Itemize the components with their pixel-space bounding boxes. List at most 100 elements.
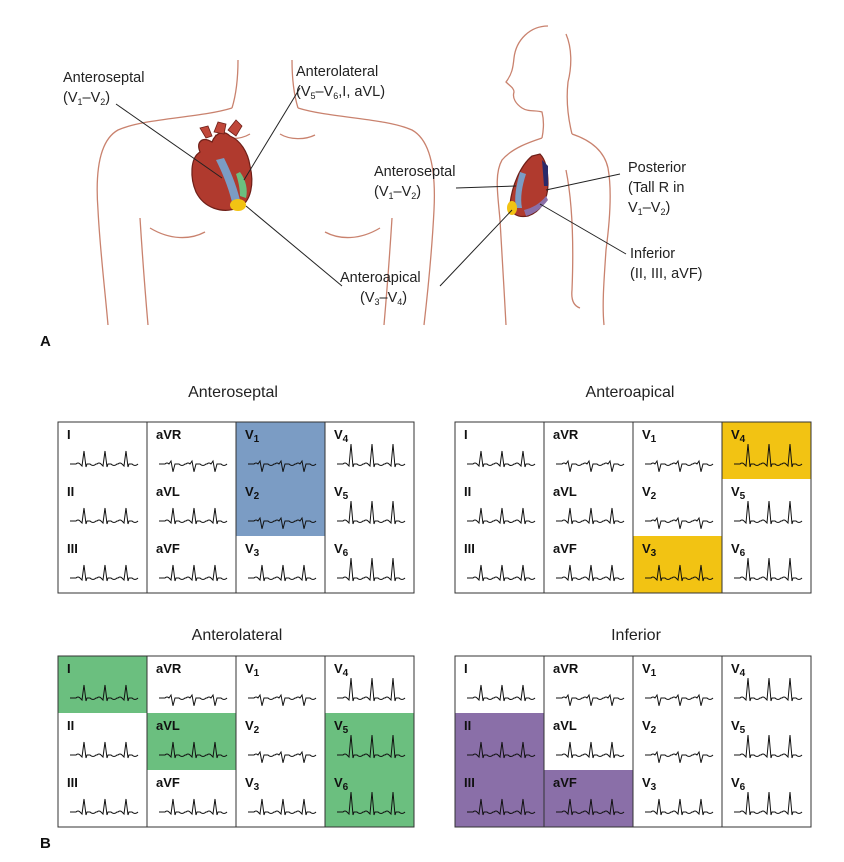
ecg-trace-II — [467, 507, 536, 525]
lead-label-III: III — [464, 541, 475, 556]
side-profile — [496, 25, 611, 326]
ecg-trace-V2 — [645, 750, 714, 763]
side-posterior-line3: V1–V2) — [628, 200, 670, 217]
ecg-trace-V2 — [248, 516, 317, 529]
panel-letter-b: B — [40, 835, 51, 852]
ecg-trace-aVR — [159, 459, 228, 472]
lead-label-aVF: aVF — [156, 775, 180, 790]
ecg-trace-V1 — [645, 459, 714, 472]
highlight-III — [455, 770, 544, 827]
lead-label-V6: V6 — [731, 775, 746, 793]
ecg-trace-III — [467, 798, 536, 816]
ecg-trace-V3 — [248, 564, 317, 582]
lead-label-aVL: aVL — [553, 718, 577, 733]
panel-letter-a: A — [40, 333, 51, 350]
ecg-trace-aVR — [159, 693, 228, 706]
front-anteroapical-name: Anteroapical — [340, 270, 421, 286]
lead-label-V5: V5 — [731, 718, 746, 736]
front-anteroapical-leads: (V3–V4) — [360, 290, 407, 307]
lead-label-II: II — [67, 718, 74, 733]
lead-label-V3: V3 — [642, 775, 657, 793]
grid-title-anteroapical: Anteroapical — [586, 384, 675, 401]
ecg-trace-V5 — [337, 734, 406, 759]
front-heart — [191, 119, 253, 211]
ecg-trace-V6 — [337, 791, 406, 816]
ecg-trace-III — [70, 564, 139, 582]
lead-label-V2: V2 — [642, 718, 657, 736]
lead-label-II: II — [67, 484, 74, 499]
ecg-trace-V2 — [248, 750, 317, 763]
lead-label-aVF: aVF — [553, 541, 577, 556]
ecg-trace-aVL — [556, 741, 625, 759]
ecg-trace-aVF — [556, 564, 625, 582]
lead-label-V6: V6 — [334, 541, 349, 559]
lead-label-V3: V3 — [245, 541, 260, 559]
ecg-trace-I — [70, 450, 139, 468]
lead-label-V1: V1 — [245, 661, 260, 679]
lead-label-V4: V4 — [334, 661, 349, 679]
ecg-trace-V5 — [734, 734, 803, 759]
grid-title-anteroseptal: Anteroseptal — [188, 384, 278, 401]
ecg-trace-V3 — [248, 798, 317, 816]
highlight-V4 — [722, 422, 811, 479]
lead-label-V5: V5 — [731, 484, 746, 502]
ecg-trace-V4 — [337, 677, 406, 702]
ecg-trace-V6 — [734, 791, 803, 816]
ecg-trace-II — [70, 741, 139, 759]
front-anterolateral-name: Anterolateral — [296, 64, 378, 80]
ecg-trace-V2 — [645, 516, 714, 529]
lead-label-aVR: aVR — [553, 427, 579, 442]
highlight-V3 — [633, 536, 722, 593]
lead-label-V6: V6 — [731, 541, 746, 559]
highlight-V5 — [325, 713, 414, 770]
ecg-trace-aVL — [556, 507, 625, 525]
side-anteroseptal-leads: (V1–V2) — [374, 184, 421, 201]
ecg-trace-I — [467, 450, 536, 468]
ecg-trace-V5 — [734, 500, 803, 525]
lead-label-V4: V4 — [334, 427, 349, 445]
ecg-trace-V5 — [337, 500, 406, 525]
lead-label-V1: V1 — [642, 661, 657, 679]
ecg-trace-aVF — [159, 798, 228, 816]
lead-label-V4: V4 — [731, 661, 746, 679]
lead-label-aVL: aVL — [156, 484, 180, 499]
ecg-trace-aVF — [159, 564, 228, 582]
lead-label-III: III — [67, 541, 78, 556]
ecg-trace-aVL — [159, 741, 228, 759]
lead-label-V3: V3 — [245, 775, 260, 793]
ecg-trace-V6 — [734, 557, 803, 582]
lead-label-I: I — [464, 661, 468, 676]
highlight-aVL — [147, 713, 236, 770]
lead-label-III: III — [464, 775, 475, 790]
front-anteroseptal-leads: (V1–V2) — [63, 90, 110, 107]
lead-label-V2: V2 — [245, 718, 260, 736]
ecg-trace-aVL — [159, 507, 228, 525]
ecg-trace-aVR — [556, 459, 625, 472]
highlight-V1 — [236, 422, 325, 479]
lead-label-aVF: aVF — [156, 541, 180, 556]
front-torso — [96, 59, 436, 326]
side-posterior-line2: (Tall R in — [628, 180, 684, 196]
lead-label-II: II — [464, 718, 471, 733]
side-inferior-leads: (II, III, aVF) — [630, 266, 703, 282]
highlight-II — [455, 713, 544, 770]
lead-label-aVL: aVL — [553, 484, 577, 499]
front-anteroseptal-name: Anteroseptal — [63, 70, 144, 86]
lead-label-V5: V5 — [334, 484, 349, 502]
side-posterior-name: Posterior — [628, 160, 686, 176]
highlight-V6 — [325, 770, 414, 827]
lead-label-aVF: aVF — [553, 775, 577, 790]
leader-lines — [115, 87, 627, 287]
lead-label-V1: V1 — [642, 427, 657, 445]
highlight-I — [58, 656, 147, 713]
lead-label-aVL: aVL — [156, 718, 180, 733]
side-anteroseptal-name: Anteroseptal — [374, 164, 455, 180]
ecg-trace-II — [70, 507, 139, 525]
front-anterolateral-leads: (V5–V6,I, aVL) — [296, 84, 385, 101]
ecg-trace-I — [70, 684, 139, 702]
lead-label-III: III — [67, 775, 78, 790]
